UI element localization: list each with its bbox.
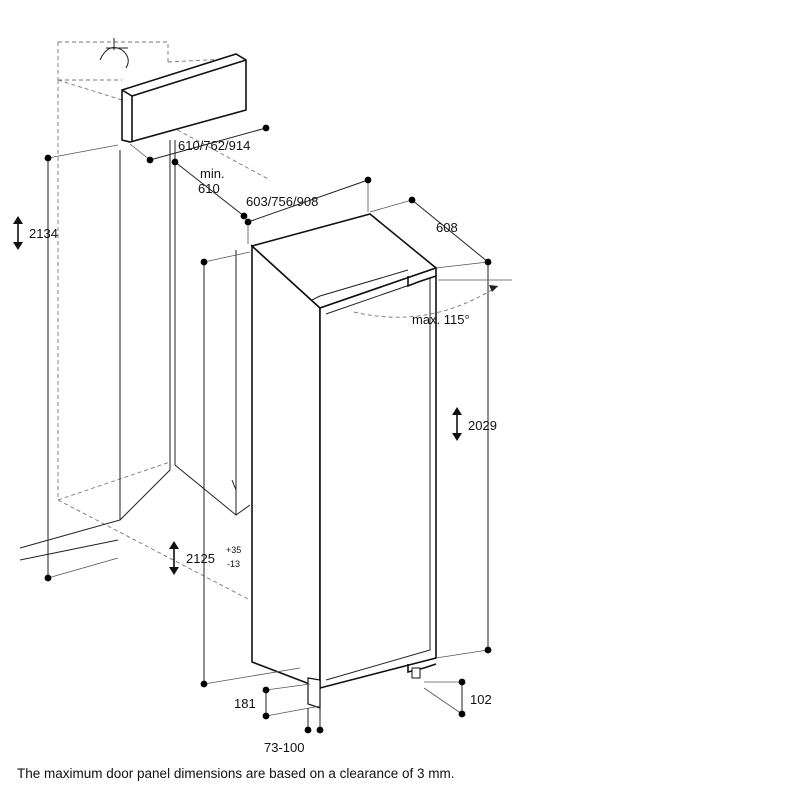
label-appliance-width: 603/756/908 [246, 194, 318, 209]
label-adjust-plus: +35 [226, 545, 241, 555]
label-niche-height: 2134 [29, 226, 58, 241]
power-socket-icon [99, 38, 129, 69]
label-min-depth-value: 610 [198, 181, 220, 196]
label-plinth-range: 73-100 [264, 740, 304, 755]
label-door-angle: max. 115° [412, 312, 470, 327]
appliance-body [250, 213, 438, 709]
double-arrow-icon-2125 [169, 541, 179, 575]
double-arrow-icon-2029 [452, 407, 462, 441]
label-plinth-depth: 181 [234, 696, 256, 711]
label-appliance-height: 2029 [468, 418, 497, 433]
top-trim-block [121, 53, 247, 143]
footnote-caption: The maximum door panel dimensions are ba… [17, 766, 455, 781]
label-adjust-minus: -13 [227, 559, 240, 569]
label-niche-width: 610/762/914 [178, 138, 250, 153]
dimension-lines [47, 127, 512, 730]
label-adjust-height: 2125 [186, 551, 215, 566]
label-foot-height: 102 [470, 692, 492, 707]
label-appliance-depth: 608 [436, 220, 458, 235]
dimension-endpoints [44, 124, 492, 734]
label-min-depth-caption: min. [200, 166, 225, 181]
double-arrow-icon-2134 [13, 216, 23, 250]
